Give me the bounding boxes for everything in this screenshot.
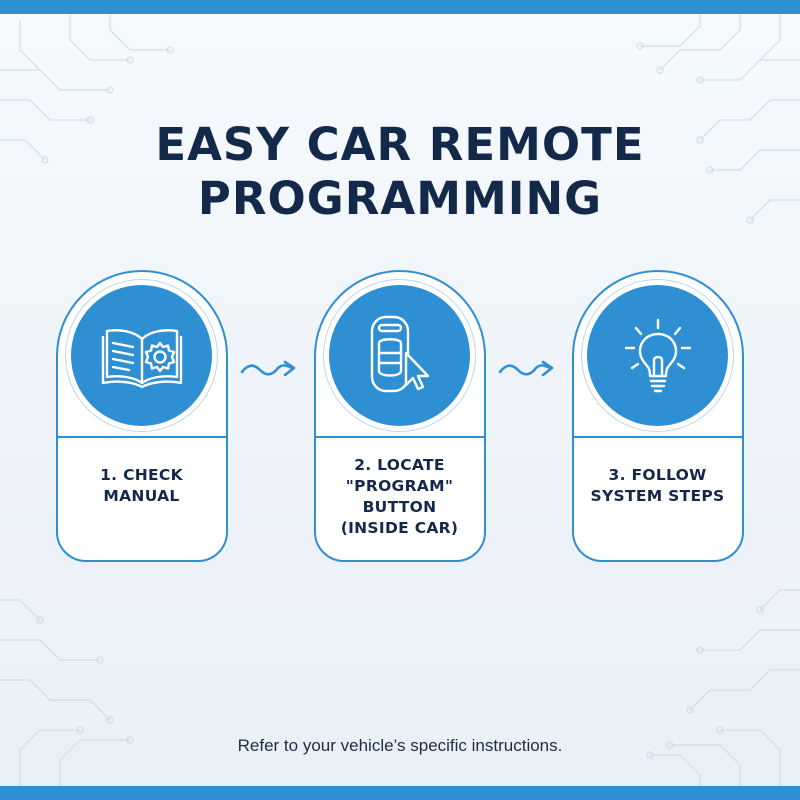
step-1-label-line: 1. CHECK [100,466,183,484]
remote-pointer-icon [370,315,429,392]
step-2-divider [313,436,486,438]
step-1-label: 1. CHECK MANUAL [64,465,219,507]
step-card-1: 1. CHECK MANUAL [55,270,228,562]
manual-gear-icon [101,328,182,388]
step-2-label-line: BUTTON [362,498,437,516]
step-1-icon-circle [71,285,212,426]
page-title: EASY CAR REMOTE PROGRAMMING [0,118,800,226]
bottom-accent-bar [0,786,800,800]
step-2-icon-circle [329,285,470,426]
step-3-label: 3. FOLLOW SYSTEM STEPS [580,465,735,507]
step-3-label-line: 3. FOLLOW [608,466,707,484]
step-1-ring [65,279,218,432]
step-2-label-line: 2. LOCATE [354,456,445,474]
wavy-arrow-icon [240,360,296,377]
step-card-3: 3. FOLLOW SYSTEM STEPS [571,270,744,562]
step-3-label-line: SYSTEM STEPS [590,487,725,505]
step-2-ring [323,279,476,432]
step-3-divider [571,436,744,438]
step-1-divider [55,436,228,438]
step-2-label-line: "PROGRAM" [345,477,454,495]
page-title-line-2: PROGRAMMING [197,172,603,225]
step-card-2: 2. LOCATE "PROGRAM" BUTTON (INSIDE CAR) [313,270,486,562]
lightbulb-icon [624,318,691,392]
wavy-arrow-icon [498,360,554,377]
top-accent-bar [0,0,800,14]
step-1-label-line: MANUAL [103,487,180,505]
step-2-label: 2. LOCATE "PROGRAM" BUTTON (INSIDE CAR) [322,455,477,539]
step-2-label-line: (INSIDE CAR) [340,519,459,537]
footnote: Refer to your vehicle’s specific instruc… [237,736,563,755]
page-title-line-1: EASY CAR REMOTE [155,118,645,171]
step-3-ring [581,279,734,432]
step-3-icon-circle [587,285,728,426]
